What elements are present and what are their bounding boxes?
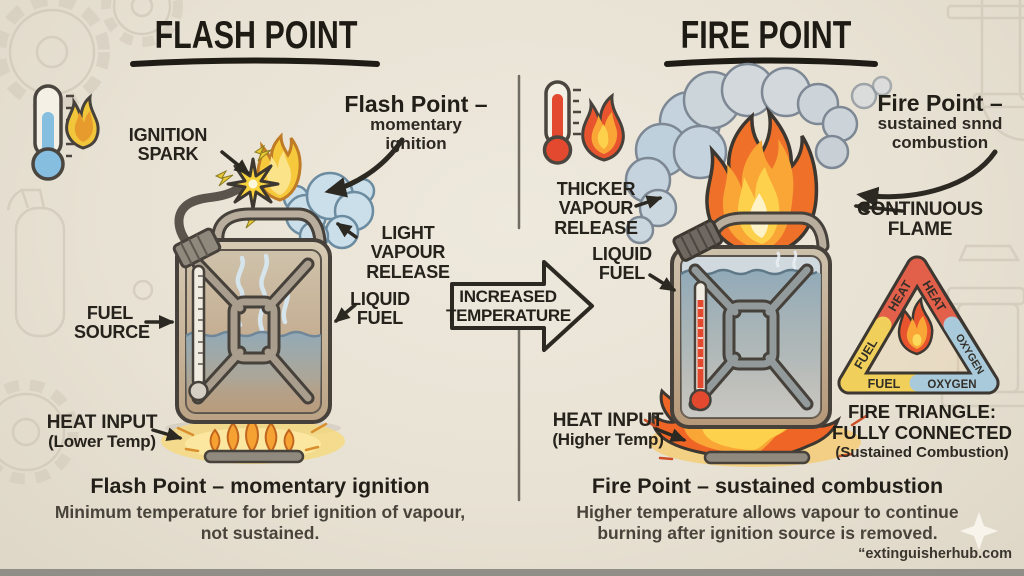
liquid-fuel-label-left: LIQUID FUEL [350, 289, 410, 329]
extinguisher-sketch-icon [6, 188, 154, 338]
triangle-oxygen-bottom-label: OXYGEN [927, 379, 976, 391]
jerrycan-left [172, 207, 332, 424]
fire-triangle: HEAT HEAT FUEL OXYGEN FUEL OXYGEN [837, 255, 1000, 395]
liquid-fuel-level [186, 332, 321, 413]
liquid-fuel-left-arrow [333, 303, 357, 323]
fire-triangle-caption-line1: FIRE TRIANGLE: [848, 401, 996, 422]
ignition-spark-star-icon [226, 157, 280, 211]
fire-point-illustration: HEAT HEAT FUEL OXYGEN FUEL OXYGEN [624, 62, 1000, 550]
increased-temperature-label: INCREASED TEMPERATURE [446, 287, 571, 326]
gear-icon [101, 0, 183, 47]
flash-point-annotation: Flash Point – momentary ignition [338, 93, 494, 153]
smoke-cloud [624, 62, 893, 245]
heat-input-right-title: HEAT INPUT [552, 410, 664, 431]
flash-point-illustration [161, 132, 376, 464]
vapour-wisps [775, 250, 798, 270]
heat-input-left-arrow [151, 427, 183, 441]
gear-icon [0, 379, 79, 485]
fire-point-annotation-arrow [856, 149, 998, 208]
fuel-source-label: FUEL SOURCE [74, 303, 150, 343]
fire-point-caption-title: Fire Point – sustained combustion [591, 474, 944, 498]
heat-input-right-arrow [654, 427, 687, 442]
fire-triangle-caption-line2: FULLY CONNECTED [832, 422, 1012, 444]
can-thermometer-high [689, 280, 712, 412]
sparkle-icon [960, 512, 998, 550]
fire-point-title: FIRE POINT [680, 14, 852, 57]
can-cap [172, 227, 222, 269]
light-vapour-release-label: LIGHT VAPOUR RELEASE [366, 223, 450, 282]
burner-flame-low [161, 417, 345, 464]
heat-input-right-note: (Higher Temp) [552, 430, 664, 450]
heat-input-left-note: (Lower Temp) [48, 432, 156, 452]
background-sketches [0, 0, 1024, 485]
triangle-flame-icon [897, 295, 934, 356]
thermometer-cold-icon [31, 84, 74, 181]
jerrycan-right [670, 211, 832, 429]
fire-point-annotation-title: Fire Point – [877, 90, 1003, 116]
fire-point-annotation-subtitle: sustained snnd combustion [877, 114, 1003, 152]
fire-triangle-caption: FIRE TRIANGLE: FULLY CONNECTED (Sustaine… [832, 401, 1012, 461]
flash-point-title: FLASH POINT [154, 14, 358, 57]
liquid-fuel-label-right: LIQUID FUEL [592, 244, 652, 284]
fuse-spout [174, 180, 251, 253]
fire-point-underline [664, 57, 878, 67]
thicker-vapour-release-label: THICKER VAPOUR RELEASE [554, 179, 638, 238]
heat-input-right-label: HEAT INPUT (Higher Temp) [550, 410, 666, 450]
thicker-vapour-arrow [634, 195, 663, 209]
increased-temperature-arrow [450, 260, 594, 352]
continuous-flame-label: CONTINUOUS FLAME [857, 199, 983, 241]
flash-point-annotation-subtitle: momentary ignition [370, 115, 462, 153]
heat-input-left-label: HEAT INPUT (Lower Temp) [46, 412, 158, 452]
thermometer-hot-icon [542, 80, 581, 165]
fire-triangle-caption-line3: (Sustained Combustion) [835, 443, 1009, 461]
annotation-arrows [144, 137, 998, 442]
triangle-fuel-bottom-label: FUEL [868, 377, 901, 391]
flash-point-annotation-arrow [324, 137, 405, 198]
liquid-fuel-right-arrow [648, 273, 677, 292]
can-cap [672, 219, 724, 262]
fire-point-caption-body: Higher temperature allows vapour to cont… [576, 502, 959, 543]
continuous-flame-art [705, 105, 819, 258]
heat-input-left-title: HEAT INPUT [46, 412, 158, 433]
flame-hot-icon [581, 92, 625, 162]
watermark: “extinguisherhub.com [858, 546, 1012, 562]
heat-plate [703, 450, 811, 465]
ignition-spark-arrow [220, 150, 251, 175]
bottom-edge-bar [0, 569, 1024, 576]
continuous-flame-arrow [853, 200, 904, 215]
flame-small-icon [65, 93, 100, 150]
fire-point-annotation: Fire Point – sustained snnd combustion [858, 92, 1022, 152]
flash-point-annotation-title: Flash Point – [344, 91, 488, 117]
light-vapour-arrow [335, 222, 358, 239]
ignition-spark-label: IGNITION SPARK [128, 125, 208, 165]
can-thermometer-low [188, 264, 209, 402]
flash-point-underline [130, 57, 380, 67]
heat-plate [203, 449, 305, 464]
flash-point-caption-title: Flash Point – momentary ignition [90, 474, 430, 498]
flash-point-caption-body: Minimum temperature for brief ignition o… [54, 502, 466, 543]
